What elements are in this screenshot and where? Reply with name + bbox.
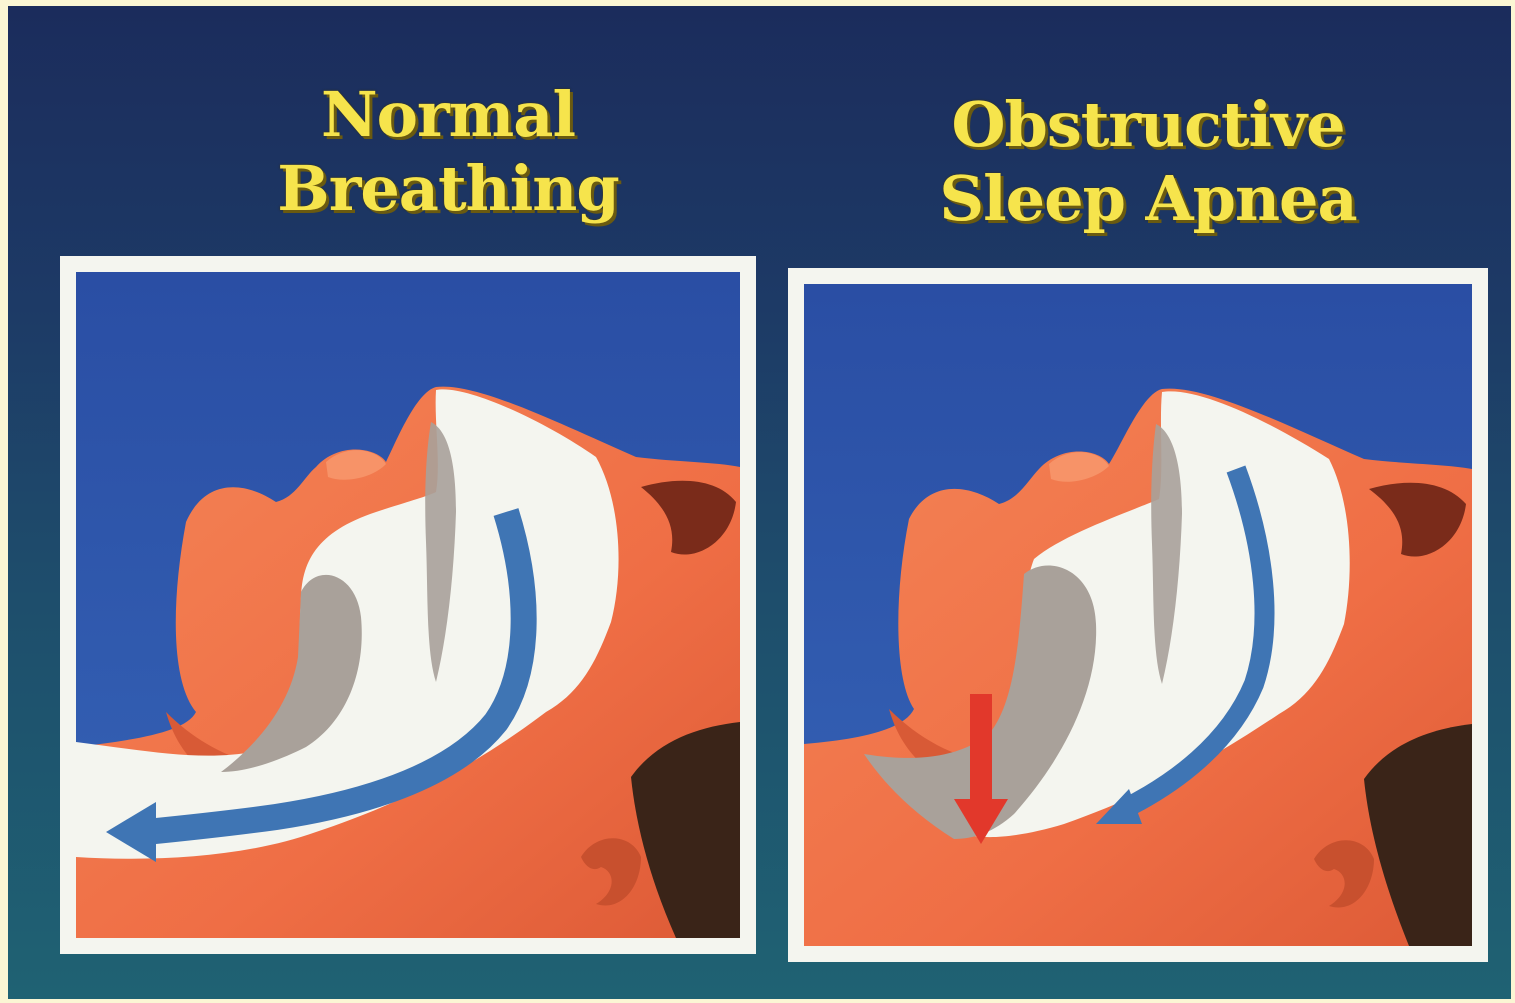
osa-title-line-2: Sleep Apnea xyxy=(908,162,1388,236)
obstructive-sleep-apnea-panel xyxy=(788,268,1488,962)
normal-breathing-illustration xyxy=(76,272,740,938)
obstruction-arrow-shaft xyxy=(970,694,992,804)
normal-breathing-title-line-2: Breathing xyxy=(238,152,658,226)
normal-breathing-panel xyxy=(60,256,756,954)
obstructive-sleep-apnea-illustration xyxy=(804,284,1472,946)
obstructive-sleep-apnea-title: Obstructive Sleep Apnea xyxy=(908,88,1388,236)
slide: Normal Breathing Obstructive Sleep Apnea xyxy=(8,6,1511,999)
normal-breathing-title: Normal Breathing xyxy=(238,78,658,226)
normal-breathing-title-line-1: Normal xyxy=(238,78,658,152)
osa-title-line-1: Obstructive xyxy=(908,88,1388,162)
